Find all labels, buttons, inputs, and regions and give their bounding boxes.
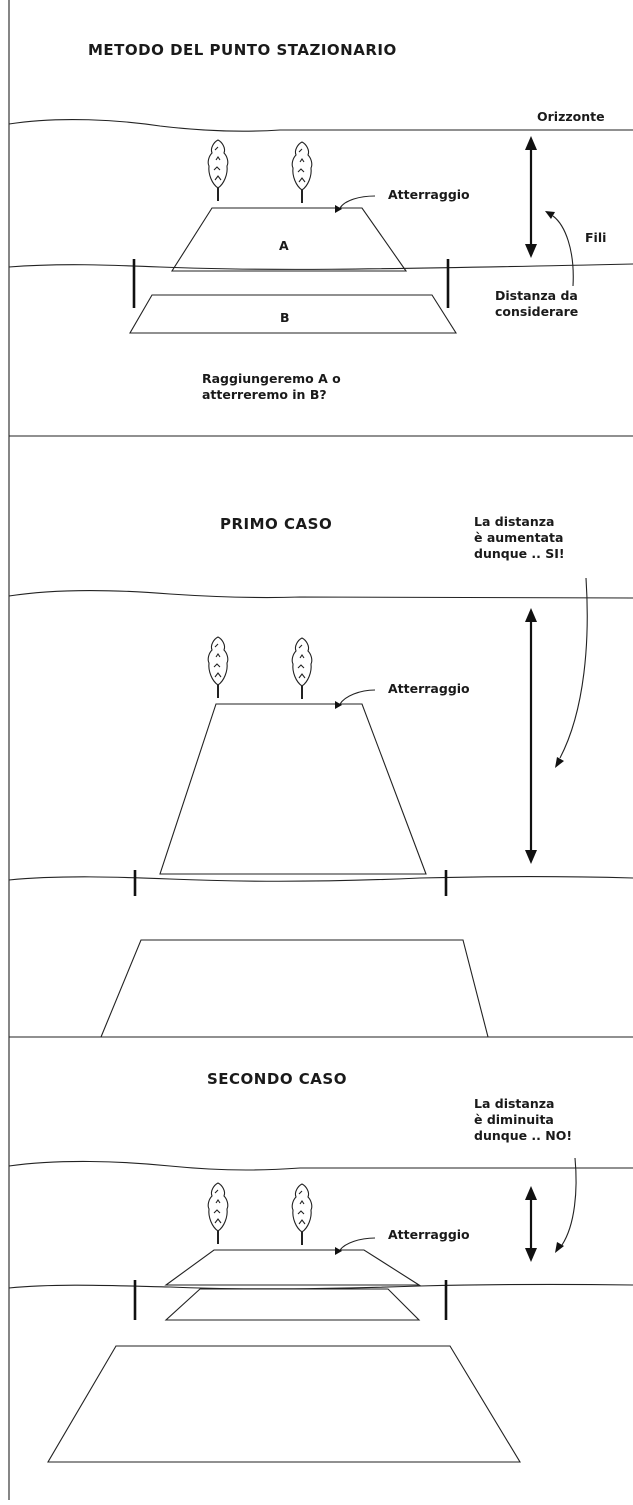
section2-ground-area (100, 939, 489, 1038)
section2-title: PRIMO CASO (220, 515, 332, 533)
arrow-down-icon (525, 850, 537, 864)
section1-distance-label: Distanza da considerare (495, 288, 582, 319)
section3-horizon-line (8, 1160, 633, 1171)
tree-icon (207, 139, 229, 202)
section2-horizon-line (8, 589, 633, 599)
section3-note-pointer (561, 1157, 577, 1246)
tree-icon (291, 637, 313, 700)
section2-landing-area (159, 703, 427, 875)
arrow-down-icon (525, 244, 537, 258)
section1-landing-area-a (170, 207, 408, 272)
arrow-head-icon (335, 205, 342, 213)
arrow-up-icon (525, 608, 537, 622)
section1-landing-pointer (339, 195, 376, 209)
section1-distance-pointer (552, 215, 574, 287)
section3-ground-area (47, 1345, 521, 1463)
section3-landing-area-lower (164, 1288, 421, 1321)
arrow-head-icon (555, 757, 564, 768)
section3-landing-pointer (339, 1237, 376, 1251)
section1-horizon-label: Orizzonte (537, 109, 605, 124)
tree-icon (291, 1183, 313, 1246)
section2-landing-label: Atterraggio (388, 681, 470, 696)
section1-area-a-label: A (279, 238, 289, 253)
section1-landing-label: Atterraggio (388, 187, 470, 202)
section3-landing-area (164, 1249, 421, 1286)
section1-wires-label: Fili (585, 230, 606, 245)
section3-wires-line (8, 1283, 633, 1290)
section1-question: Raggiungeremo A o atterreremo in B? (202, 371, 345, 402)
section2-note: La distanza è aumentata dunque .. SI! (474, 514, 568, 561)
section2-note-pointer (559, 577, 588, 759)
tree-icon (207, 1182, 229, 1245)
arrow-head-icon (335, 1247, 342, 1255)
arrow-down-icon (525, 1248, 537, 1262)
arrow-up-icon (525, 1186, 537, 1200)
section1-horizon-line (8, 118, 633, 132)
section1-area-b-label: B (280, 310, 290, 325)
tree-icon (207, 636, 229, 699)
section3-title: SECONDO CASO (207, 1070, 347, 1088)
arrow-head-icon (335, 701, 342, 709)
arrow-up-icon (525, 136, 537, 150)
section1-wires-line (8, 263, 633, 270)
tree-icon (291, 141, 313, 204)
arrow-head-icon (545, 211, 555, 219)
section1-landing-area-b (129, 294, 457, 334)
section2-landing-pointer (339, 689, 376, 705)
section3-landing-label: Atterraggio (388, 1227, 470, 1242)
section2-wires-line (8, 875, 633, 882)
section1-title: METODO DEL PUNTO STAZIONARIO (88, 41, 397, 59)
arrow-head-icon (555, 1242, 564, 1253)
section3-note: La distanza è diminuita dunque .. NO! (474, 1096, 572, 1143)
